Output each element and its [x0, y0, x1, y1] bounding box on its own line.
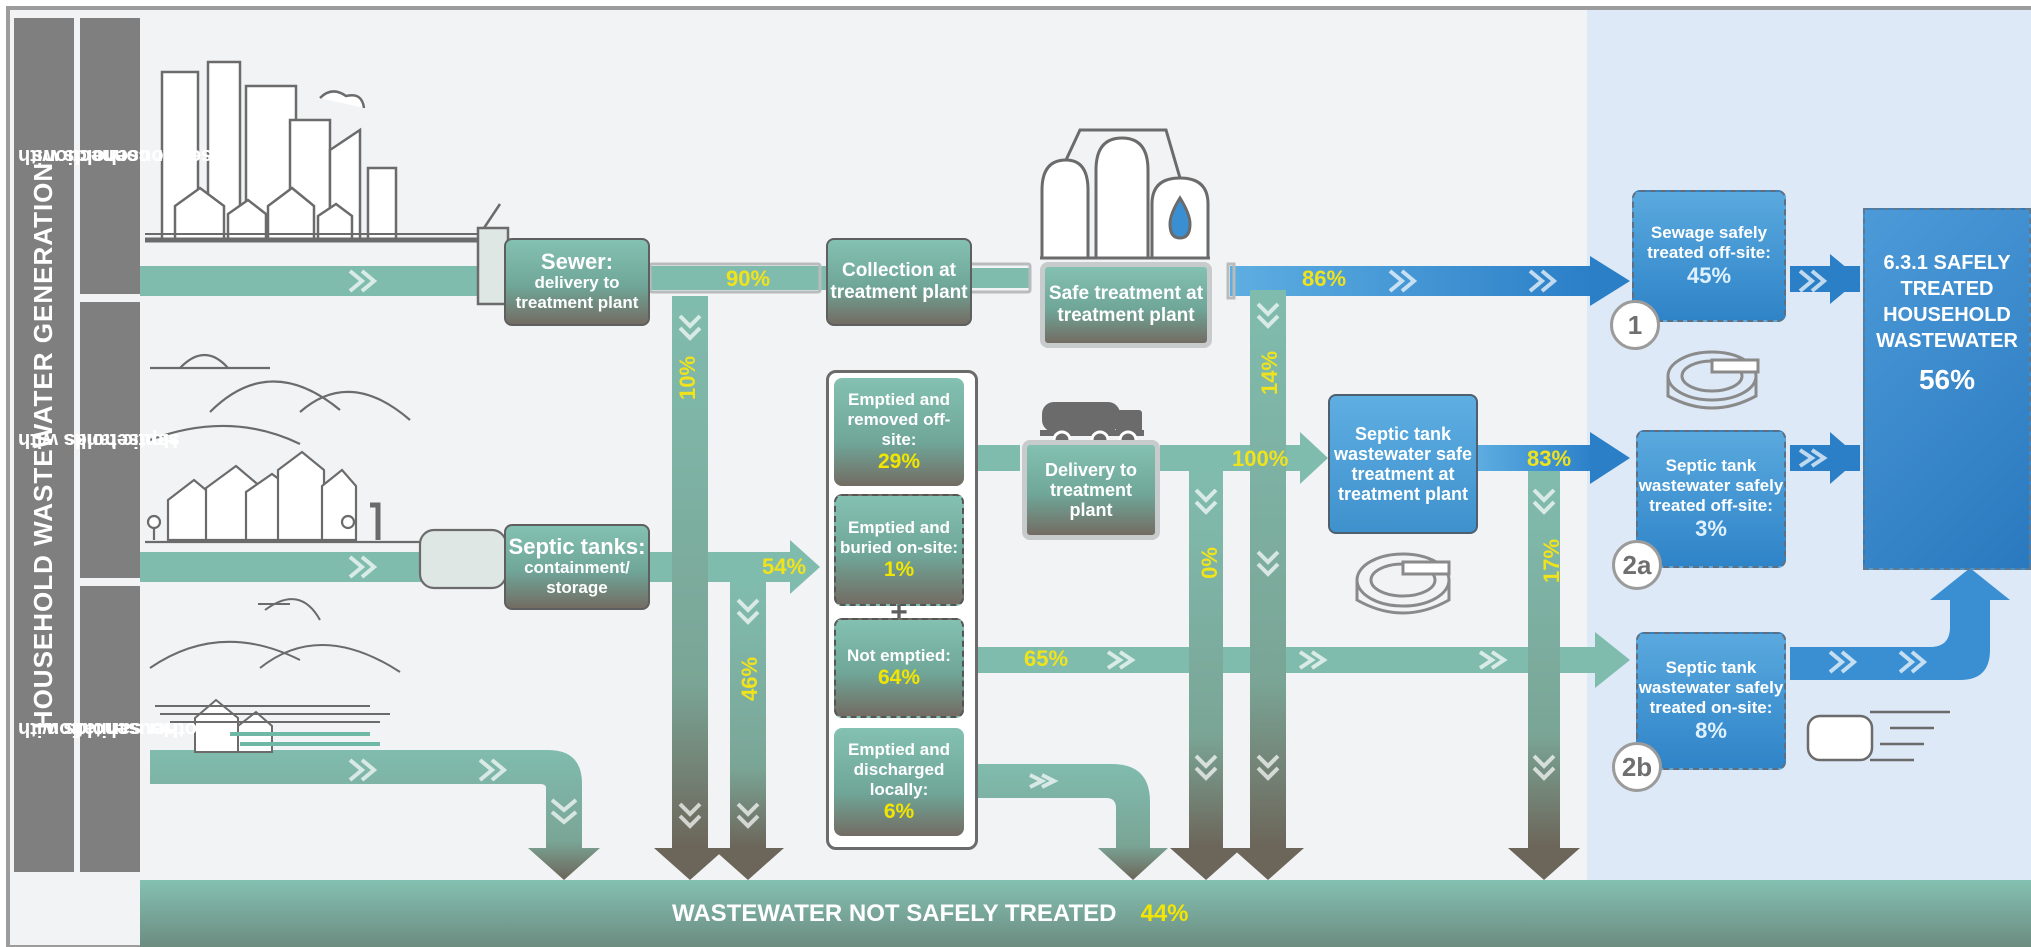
rural-icon: [149, 598, 401, 753]
sewage-safely-treated-box: Sewage safely treated off-site: 45%: [1632, 190, 1786, 322]
band-83: [1475, 445, 1595, 471]
down-flows: [654, 290, 1580, 880]
septic-onsite-value: 8%: [1695, 718, 1727, 743]
badge-2a: 2a: [1612, 540, 1662, 590]
flow-0: 0%: [1196, 547, 1222, 579]
side-title: HOUSEHOLD WASTEWATER GENERATION: [14, 18, 74, 872]
band-other-sanitation: [150, 750, 600, 880]
flow-10: 10%: [675, 355, 701, 401]
band-sewer-in: [140, 266, 480, 296]
sewer-title: Sewer:: [540, 249, 614, 274]
safe-treatment-box: Safe treatment at treatment plant: [1040, 262, 1212, 348]
goal-box: 6.3.1 SAFELY TREATED HOUSEHOLD WASTEWATE…: [1863, 208, 2031, 570]
sewer-text: delivery to treatment plant: [515, 273, 639, 312]
not-emptied-text: Not emptied:: [847, 646, 951, 665]
emptied-removed-text: Emptied and removed off-site:: [847, 390, 951, 449]
septic-tanks-text: containment/ storage: [524, 558, 630, 597]
band-90: [650, 266, 830, 290]
sewage-safely-treated-value: 45%: [1686, 263, 1732, 288]
emptied-buried-box: Emptied and buried on-site: 1%: [834, 494, 964, 606]
septic-onsite-box: Septic tank wastewater safely treated on…: [1636, 632, 1786, 770]
treatment-spiral-icons: [1355, 350, 1760, 615]
goal-title: 6.3.1 SAFELY TREATED HOUSEHOLD WASTEWATE…: [1876, 252, 2018, 352]
goal-value: 56%: [1918, 364, 1976, 395]
septic-offsite-text: Septic tank wastewater safely treated of…: [1638, 456, 1784, 515]
septic-onsite-text: Septic tank wastewater safely treated on…: [1638, 658, 1784, 717]
treatment-tanks-icon: [1040, 128, 1210, 260]
chevrons: [348, 269, 1928, 829]
septic-safe-treatment-text: Septic tank wastewater safe treatment at…: [1333, 424, 1473, 504]
band-septic-in: [140, 552, 440, 582]
sewage-safely-treated-text: Sewage safely treated off-site:: [1647, 223, 1771, 262]
not-emptied-box: Not emptied: 64%: [834, 618, 964, 718]
emptied-discharged-text: Emptied and discharged locally:: [847, 740, 950, 799]
sewer-box: Sewer: delivery to treatment plant: [504, 238, 650, 326]
category-other-line2: other sanitation: [47, 718, 198, 740]
septic-tanks-title: Septic tanks:: [508, 534, 646, 559]
onsite-septic-icon: [1806, 710, 1950, 762]
flow-86: 86%: [1302, 266, 1347, 291]
septic-offsite-box: Septic tank wastewater safely treated of…: [1636, 430, 1786, 568]
flow-90: 90%: [726, 266, 771, 291]
flow-46: 46%: [737, 656, 763, 702]
flow-65: 65%: [1024, 646, 1069, 671]
village-icon: [145, 353, 508, 590]
flow-54: 54%: [762, 554, 807, 579]
collection-box: Collection at treatment plant: [826, 238, 972, 326]
emptied-discharged-box: Emptied and discharged locally: 6%: [834, 728, 964, 836]
emptied-buried-value: 1%: [883, 558, 915, 581]
not-safely-treated-label: WASTEWATER NOT SAFELY TREATED: [672, 899, 1117, 927]
badge-2b: 2b: [1612, 742, 1662, 792]
flow-83: 83%: [1527, 446, 1572, 471]
category-sewer-line2: sewer connections: [31, 145, 213, 167]
badge-1: 1: [1610, 300, 1660, 350]
emptied-removed-box: Emptied and removed off-site: 29%: [834, 378, 964, 486]
flow-100: 100%: [1232, 446, 1289, 471]
emptied-buried-text: Emptied and buried on-site:: [839, 518, 959, 557]
septic-offsite-value: 3%: [1695, 516, 1727, 541]
not-safely-treated-value: 44%: [1140, 899, 1189, 927]
collection-text: Collection at treatment plant: [830, 260, 968, 303]
flow-17: 17%: [1539, 538, 1565, 584]
not-safely-treated-bar: WASTEWATER NOT SAFELY TREATED 44%: [140, 880, 2031, 947]
septic-safe-treatment-box: Septic tank wastewater safe treatment at…: [1328, 394, 1478, 534]
truck-icon: [1040, 402, 1144, 450]
band-discharged: [958, 764, 1168, 880]
safe-treatment-text: Safe treatment at treatment plant: [1048, 283, 1204, 326]
not-emptied-value: 64%: [877, 666, 921, 689]
delivery-text: Delivery to treatment plant: [1044, 460, 1138, 520]
flow-14: 14%: [1257, 350, 1283, 396]
septic-tanks-box: Septic tanks: containment/ storage: [504, 524, 650, 610]
emptied-removed-value: 29%: [877, 450, 921, 473]
emptied-discharged-value: 6%: [883, 800, 915, 823]
delivery-box: Delivery to treatment plant: [1022, 440, 1160, 540]
city-icon: [145, 60, 510, 306]
category-septic-line2: septic tanks: [64, 429, 180, 451]
